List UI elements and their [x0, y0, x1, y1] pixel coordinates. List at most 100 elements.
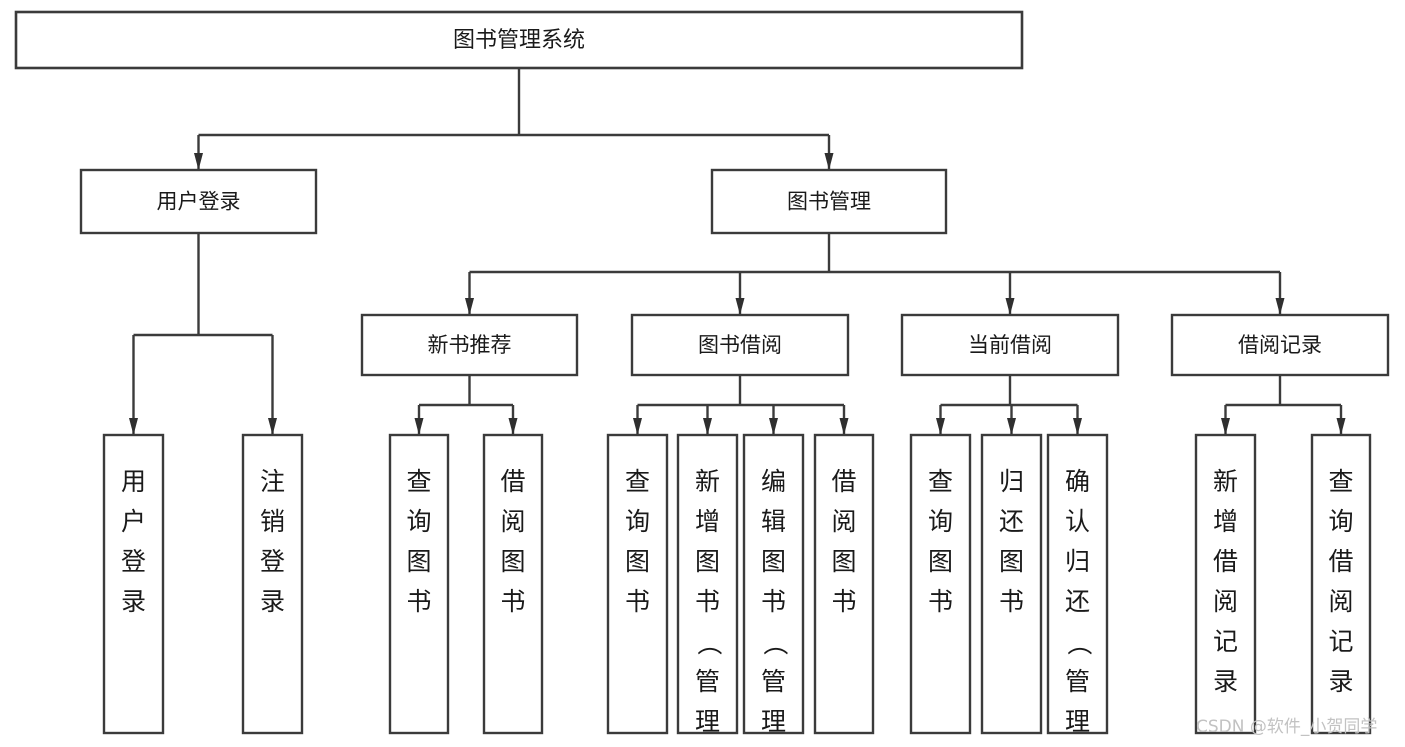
node-box-user-login[interactable]: [79, 168, 318, 235]
node-box-leaf-rec-borrow[interactable]: [482, 433, 544, 735]
node-label-glyph: 图: [625, 547, 650, 576]
node-label-glyph: 记: [1213, 627, 1238, 656]
edge-arrowhead: [1073, 418, 1082, 435]
node-label-glyph: 注: [260, 467, 285, 496]
node-box-root[interactable]: [14, 10, 1024, 70]
node-label-glyph: 录: [1328, 667, 1353, 696]
edge-arrowhead: [1005, 298, 1015, 315]
node-label-glyph: （: [1065, 630, 1094, 655]
edge-group-borrow-record: [1224, 375, 1343, 434]
node-label-glyph: 认: [1065, 507, 1090, 536]
node-box-leaf-borrow-add[interactable]: [676, 433, 739, 735]
edge-arrowhead: [1275, 298, 1285, 315]
node-book-borrow[interactable]: 图书借阅: [630, 313, 850, 377]
node-label-glyph: 借: [500, 467, 525, 496]
node-box-leaf-cur-confirm[interactable]: [1046, 433, 1109, 735]
node-label-glyph: 理: [1065, 707, 1090, 736]
edge-arrowhead: [1336, 418, 1346, 435]
node-label-glyph: 借: [831, 467, 856, 496]
node-box-current-borrow[interactable]: [900, 313, 1120, 377]
node-label-glyph: 用: [121, 467, 146, 496]
node-box-new-book-rec[interactable]: [360, 313, 579, 377]
node-box-borrow-record[interactable]: [1170, 313, 1390, 377]
edge-arrowhead: [735, 298, 745, 315]
node-label-glyph: 书: [928, 587, 953, 616]
node-box-leaf-cur-query[interactable]: [909, 433, 972, 735]
node-label-glyph: 归: [1065, 547, 1090, 576]
node-new-book-rec[interactable]: 新书推荐: [360, 313, 579, 377]
node-label-glyph: 确: [1065, 467, 1090, 496]
csdn-watermark: CSDN @软件_小贺同学: [1196, 717, 1377, 737]
edge-arrowhead: [1221, 418, 1230, 435]
node-label-glyph: 图: [928, 547, 953, 576]
edge-arrowhead: [936, 418, 945, 435]
node-label-user-login: 用户登录: [157, 190, 241, 214]
node-box-leaf-rec-search[interactable]: [1310, 433, 1372, 735]
node-label-glyph: 图: [831, 547, 856, 576]
node-label-glyph: 阅: [1328, 587, 1353, 616]
node-label-glyph: 书: [500, 587, 525, 616]
node-leaf-user-login[interactable]: 用户登录: [102, 433, 165, 735]
node-label-glyph: 归: [999, 467, 1024, 496]
edge-arrowhead: [508, 418, 518, 435]
node-box-leaf-borrow-query[interactable]: [606, 433, 669, 735]
node-label-book-borrow: 图书借阅: [698, 333, 782, 357]
edge-arrowhead: [465, 298, 474, 315]
edge-group-book-manage: [468, 233, 1282, 314]
node-current-borrow[interactable]: 当前借阅: [900, 313, 1120, 377]
edge-arrowhead: [1007, 418, 1016, 435]
node-label-glyph: 询: [406, 507, 431, 536]
node-label-glyph: 图: [761, 547, 786, 576]
node-book-manage[interactable]: 图书管理: [710, 168, 948, 235]
node-borrow-record[interactable]: 借阅记录: [1170, 313, 1390, 377]
node-label-glyph: 增: [695, 507, 720, 536]
node-box-leaf-cur-return[interactable]: [980, 433, 1043, 735]
edge-arrowhead: [268, 418, 277, 435]
node-label-glyph: 书: [406, 587, 431, 616]
node-label-glyph: 编: [761, 467, 786, 496]
node-label-glyph: 登: [260, 547, 285, 576]
node-label-glyph: 管: [695, 667, 720, 696]
node-label-glyph: 书: [625, 587, 650, 616]
edge-group-user-login: [132, 233, 274, 434]
node-label-glyph: 查: [625, 467, 650, 496]
node-label-glyph: 阅: [1213, 587, 1238, 616]
node-label-glyph: 记: [1328, 627, 1353, 656]
node-label-glyph: 图: [500, 547, 525, 576]
node-box-leaf-rec-query[interactable]: [388, 433, 450, 735]
node-box-book-manage[interactable]: [710, 168, 948, 235]
node-root[interactable]: 图书管理系统: [14, 10, 1024, 70]
node-box-leaf-rec-add[interactable]: [1194, 433, 1257, 735]
node-label-glyph: 理: [695, 707, 720, 736]
node-box-leaf-user-login[interactable]: [102, 433, 165, 735]
node-label-glyph: 录: [260, 587, 285, 616]
node-user-login[interactable]: 用户登录: [79, 168, 318, 235]
node-label-glyph: 查: [928, 467, 953, 496]
node-label-glyph: 管: [761, 667, 786, 696]
node-label-glyph: 辑: [761, 507, 786, 536]
node-box-leaf-borrow-edit[interactable]: [742, 433, 805, 735]
node-box-book-borrow[interactable]: [630, 313, 850, 377]
node-label-glyph: 还: [1065, 587, 1090, 616]
node-label-glyph: 书: [695, 587, 720, 616]
node-label-glyph: 阅: [831, 507, 856, 536]
edge-group-book-borrow: [636, 375, 846, 434]
edge-group-new-book-rec: [417, 375, 515, 434]
node-label-glyph: 理: [761, 707, 786, 736]
node-box-leaf-logout[interactable]: [241, 433, 304, 735]
node-label-glyph: 录: [1213, 667, 1238, 696]
node-box-leaf-borrow-lend[interactable]: [813, 433, 875, 735]
